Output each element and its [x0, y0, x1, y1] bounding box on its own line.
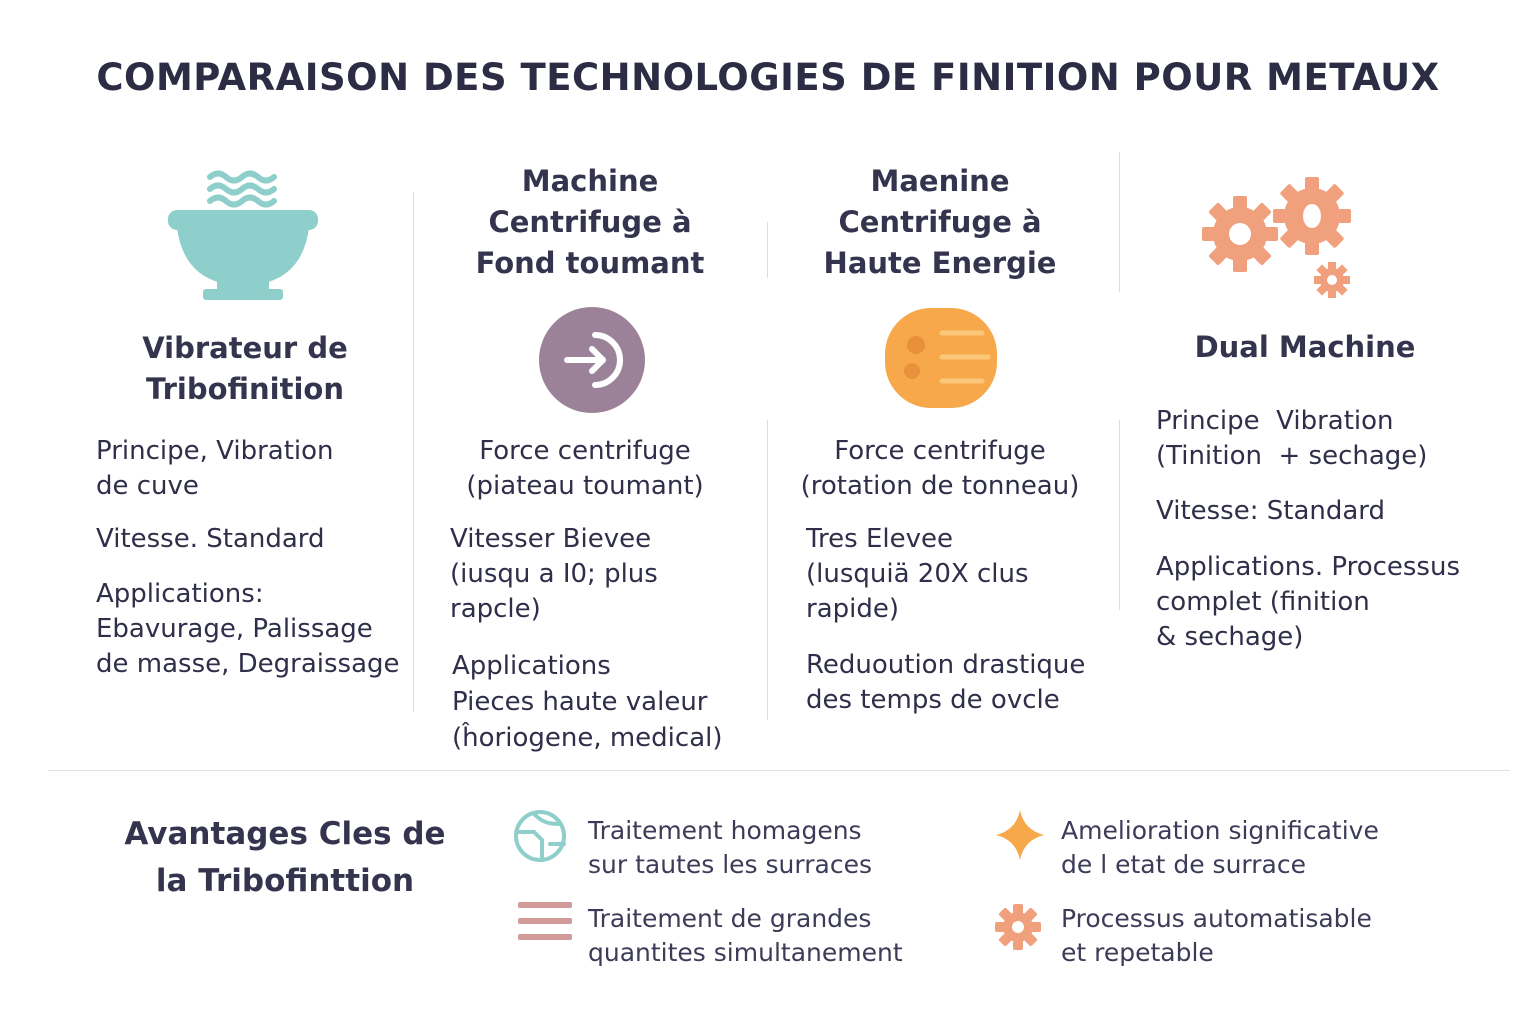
gear-icon: [995, 904, 1041, 950]
column-4-heading: Dual Machine: [1140, 327, 1470, 368]
text-line: sur tautes les surraces: [588, 850, 872, 879]
text-line: Processus automatisable: [1061, 904, 1372, 933]
page-title: COMPARAISON DES TECHNOLOGIES DE FINITION…: [96, 56, 1440, 99]
heading-line: Vibrateur de: [142, 331, 348, 365]
heading-line: Centrifuge à: [838, 205, 1042, 239]
text-line: Ebavurage, Palissage: [96, 614, 373, 644]
text-line: Applications: [452, 651, 611, 681]
column-3-applications: Reduoution drastique des temps de ovcle: [806, 648, 1085, 718]
text-line: Force centrifuge: [834, 436, 1046, 466]
column-4-speed: Vitesse: Standard: [1156, 494, 1385, 529]
column-divider: [413, 192, 414, 712]
text-line: rapide): [806, 594, 899, 624]
text-line: Vitesse: Standard: [1156, 496, 1386, 526]
column-2-applications: Applications Pieces haute valeur (ĥoriog…: [452, 648, 723, 756]
text-line: Applications. Processus: [1156, 552, 1461, 582]
column-divider: [1119, 152, 1120, 292]
heading-line: Haute Energie: [823, 246, 1057, 280]
column-3-heading: Maenine Centrifuge à Haute Energie: [780, 161, 1100, 284]
text-line: (Tinition + sechage): [1156, 441, 1428, 471]
bowl-icon: [168, 170, 318, 300]
text-line: Principe, Vibration: [96, 436, 334, 466]
heading-line: Machine: [521, 164, 659, 198]
column-3-principle: Force centrifuge (rotation de tonneau): [780, 434, 1100, 504]
text-line: (rotation de tonneau): [800, 471, 1080, 501]
column-divider: [1119, 420, 1120, 610]
text-line: des temps de ovcle: [806, 685, 1060, 715]
text-line: rapcle): [450, 594, 541, 624]
gears-icon: [1202, 177, 1351, 298]
text-line: Pieces haute valeur: [452, 687, 708, 717]
column-1-heading: Vibrateur de Tribofinition: [90, 328, 400, 410]
column-1-principle: Principe, Vibration de cuve: [96, 434, 334, 504]
text-line: Reduoution drastique: [806, 650, 1086, 680]
text-line: Traitement homagens: [588, 816, 862, 845]
text-line: Traitement de grandes: [588, 904, 872, 933]
text-line: Vitesser Bievee: [450, 524, 652, 554]
column-3-speed: Tres Elevee (lusquiä 20X clus rapide): [806, 522, 1029, 627]
heading-line: Tribofinition: [146, 372, 344, 406]
text-line: Vitesse. Standard: [96, 524, 325, 554]
heading-line: Fond toumant: [475, 246, 705, 280]
advantages-title: Avantages Cles de la Tribofinttion: [100, 811, 470, 905]
text-line: & sechage): [1156, 622, 1304, 652]
advantage-uniform: Traitement homagens sur tautes les surra…: [588, 814, 872, 882]
column-divider: [767, 222, 768, 278]
column-2-principle: Force centrifuge (piateau toumant): [430, 434, 740, 504]
text-line: de masse, Degraissage: [96, 649, 400, 679]
column-divider: [767, 420, 768, 720]
column-4-principle: Principe Vibration (Tinition + sechage): [1156, 404, 1427, 474]
column-1-applications: Applications: Ebavurage, Palissage de ma…: [96, 577, 400, 682]
arrow-circle-icon: [539, 307, 645, 413]
text-line: (ĥoriogene, medical): [452, 723, 723, 753]
globe-icon: [514, 810, 566, 862]
stack-lines-icon: [518, 902, 572, 940]
heading-line: Avantages Cles de: [124, 816, 446, 852]
heading-line: Maenine: [870, 164, 1010, 198]
text-line: Principe Vibration: [1156, 406, 1394, 436]
heading-line: la Tribofinttion: [155, 863, 415, 899]
text-line: Force centrifuge: [479, 436, 691, 466]
barrel-icon: [885, 308, 997, 408]
text-line: (piateau toumant): [466, 471, 704, 501]
advantage-automatable: Processus automatisable et repetable: [1061, 902, 1372, 970]
section-divider: [48, 770, 1510, 771]
text-line: de l etat de surrace: [1061, 850, 1306, 879]
text-line: Tres Elevee: [806, 524, 954, 554]
column-2-speed: Vitesser Bievee (iusqu a I0; plus rapcle…: [450, 522, 658, 627]
heading-line: Centrifuge à: [488, 205, 692, 239]
text-line: (lusquiä 20X clus: [806, 559, 1029, 589]
column-4-applications: Applications. Processus complet (finitio…: [1156, 550, 1460, 655]
text-line: complet (finition: [1156, 587, 1370, 617]
text-line: de cuve: [96, 471, 199, 501]
advantage-surface: Amelioration significative de l etat de …: [1061, 814, 1379, 882]
text-line: Amelioration significative: [1061, 816, 1379, 845]
text-line: quantites simultanement: [588, 938, 903, 967]
sparkle-icon: [996, 810, 1044, 860]
column-1-speed: Vitesse. Standard: [96, 522, 325, 557]
heading-line: Dual Machine: [1194, 330, 1416, 364]
column-2-heading: Machine Centrifuge à Fond toumant: [430, 161, 750, 284]
text-line: (iusqu a I0; plus: [450, 559, 658, 589]
text-line: et repetable: [1061, 938, 1214, 967]
advantage-quantity: Traitement de grandes quantites simultan…: [588, 902, 903, 970]
text-line: Applications:: [96, 579, 264, 609]
